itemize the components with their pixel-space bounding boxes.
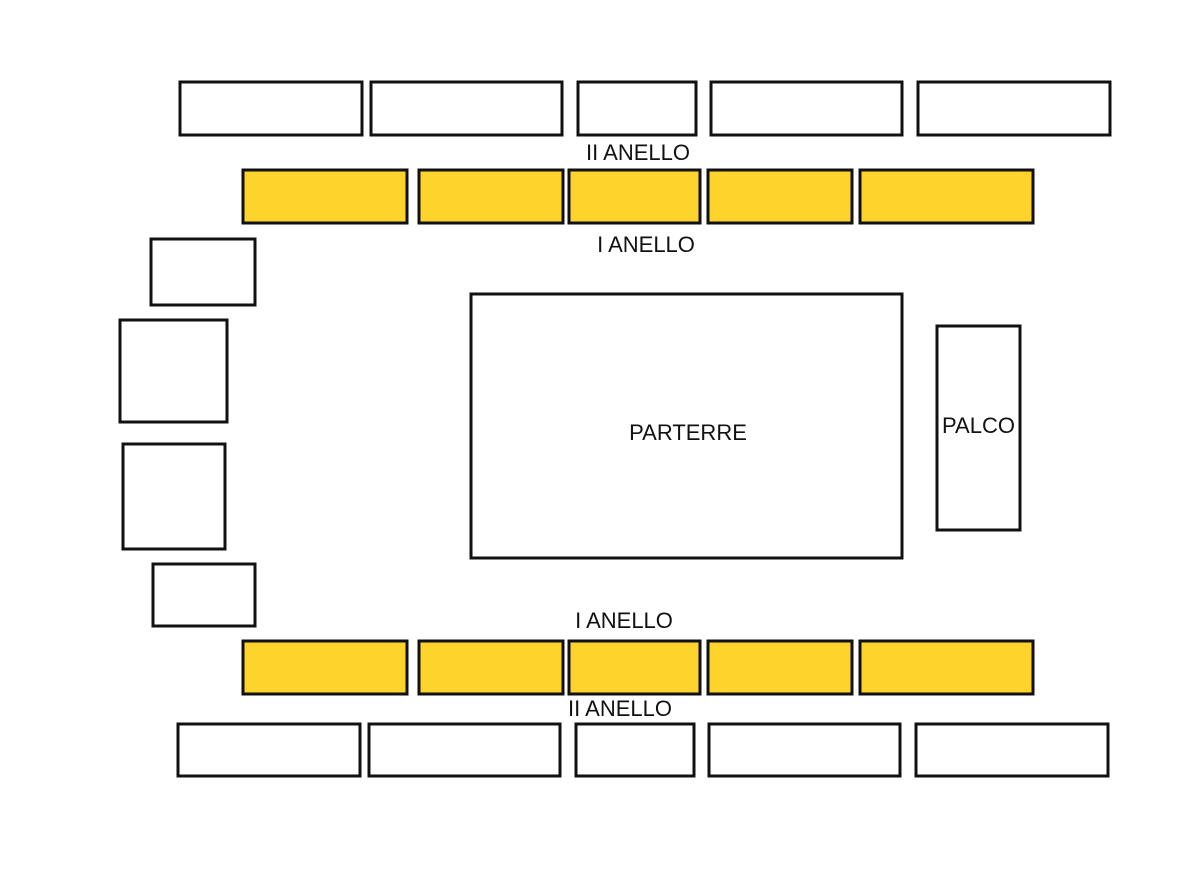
second-ring-top-row [178, 80, 1112, 137]
first-ring-bottom-sector-2[interactable] [417, 639, 565, 696]
first-ring-top-sector-2[interactable] [417, 168, 565, 225]
first-ring-bottom-sector-3[interactable] [567, 639, 702, 696]
first-ring-bottom-row [241, 639, 1035, 696]
second-ring-top-sector-5[interactable] [916, 80, 1112, 137]
stage-area[interactable] [935, 324, 1022, 532]
second-ring-bottom-sector-4[interactable] [707, 722, 902, 778]
first-ring-bottom-sector-1[interactable] [241, 639, 409, 696]
second-ring-top-sector-4[interactable] [709, 80, 904, 137]
second-ring-top-sector-3[interactable] [576, 80, 698, 137]
second-ring-top-label: II ANELLO [586, 140, 690, 165]
second-ring-bottom-sector-5[interactable] [914, 722, 1110, 778]
second-ring-bottom-sector-3[interactable] [574, 722, 696, 778]
first-ring-top-sector-1[interactable] [241, 168, 409, 225]
second-ring-bottom-sector-1[interactable] [176, 722, 362, 778]
left-sector-2[interactable] [118, 318, 229, 424]
first-ring-top-sector-4[interactable] [706, 168, 854, 225]
second-ring-bottom-row [176, 722, 1110, 778]
left-sector-4[interactable] [151, 562, 257, 628]
left-sector-1[interactable] [149, 237, 257, 307]
first-ring-top-sector-5[interactable] [858, 168, 1035, 225]
left-sector-3[interactable] [121, 442, 227, 551]
first-ring-bottom-sector-4[interactable] [706, 639, 854, 696]
left-side-sectors [118, 237, 257, 628]
first-ring-top-label: I ANELLO [597, 232, 695, 257]
stage-label: PALCO [942, 413, 1015, 438]
second-ring-bottom-sector-2[interactable] [367, 722, 562, 778]
parterre-area[interactable] [469, 292, 904, 560]
second-ring-top-sector-2[interactable] [369, 80, 564, 137]
second-ring-bottom-label: II ANELLO [568, 696, 672, 721]
second-ring-top-sector-1[interactable] [178, 80, 364, 137]
first-ring-top-row [241, 168, 1035, 225]
first-ring-top-sector-3[interactable] [567, 168, 702, 225]
first-ring-bottom-sector-5[interactable] [858, 639, 1035, 696]
parterre-label: PARTERRE [629, 420, 747, 445]
first-ring-bottom-label: I ANELLO [575, 608, 673, 633]
